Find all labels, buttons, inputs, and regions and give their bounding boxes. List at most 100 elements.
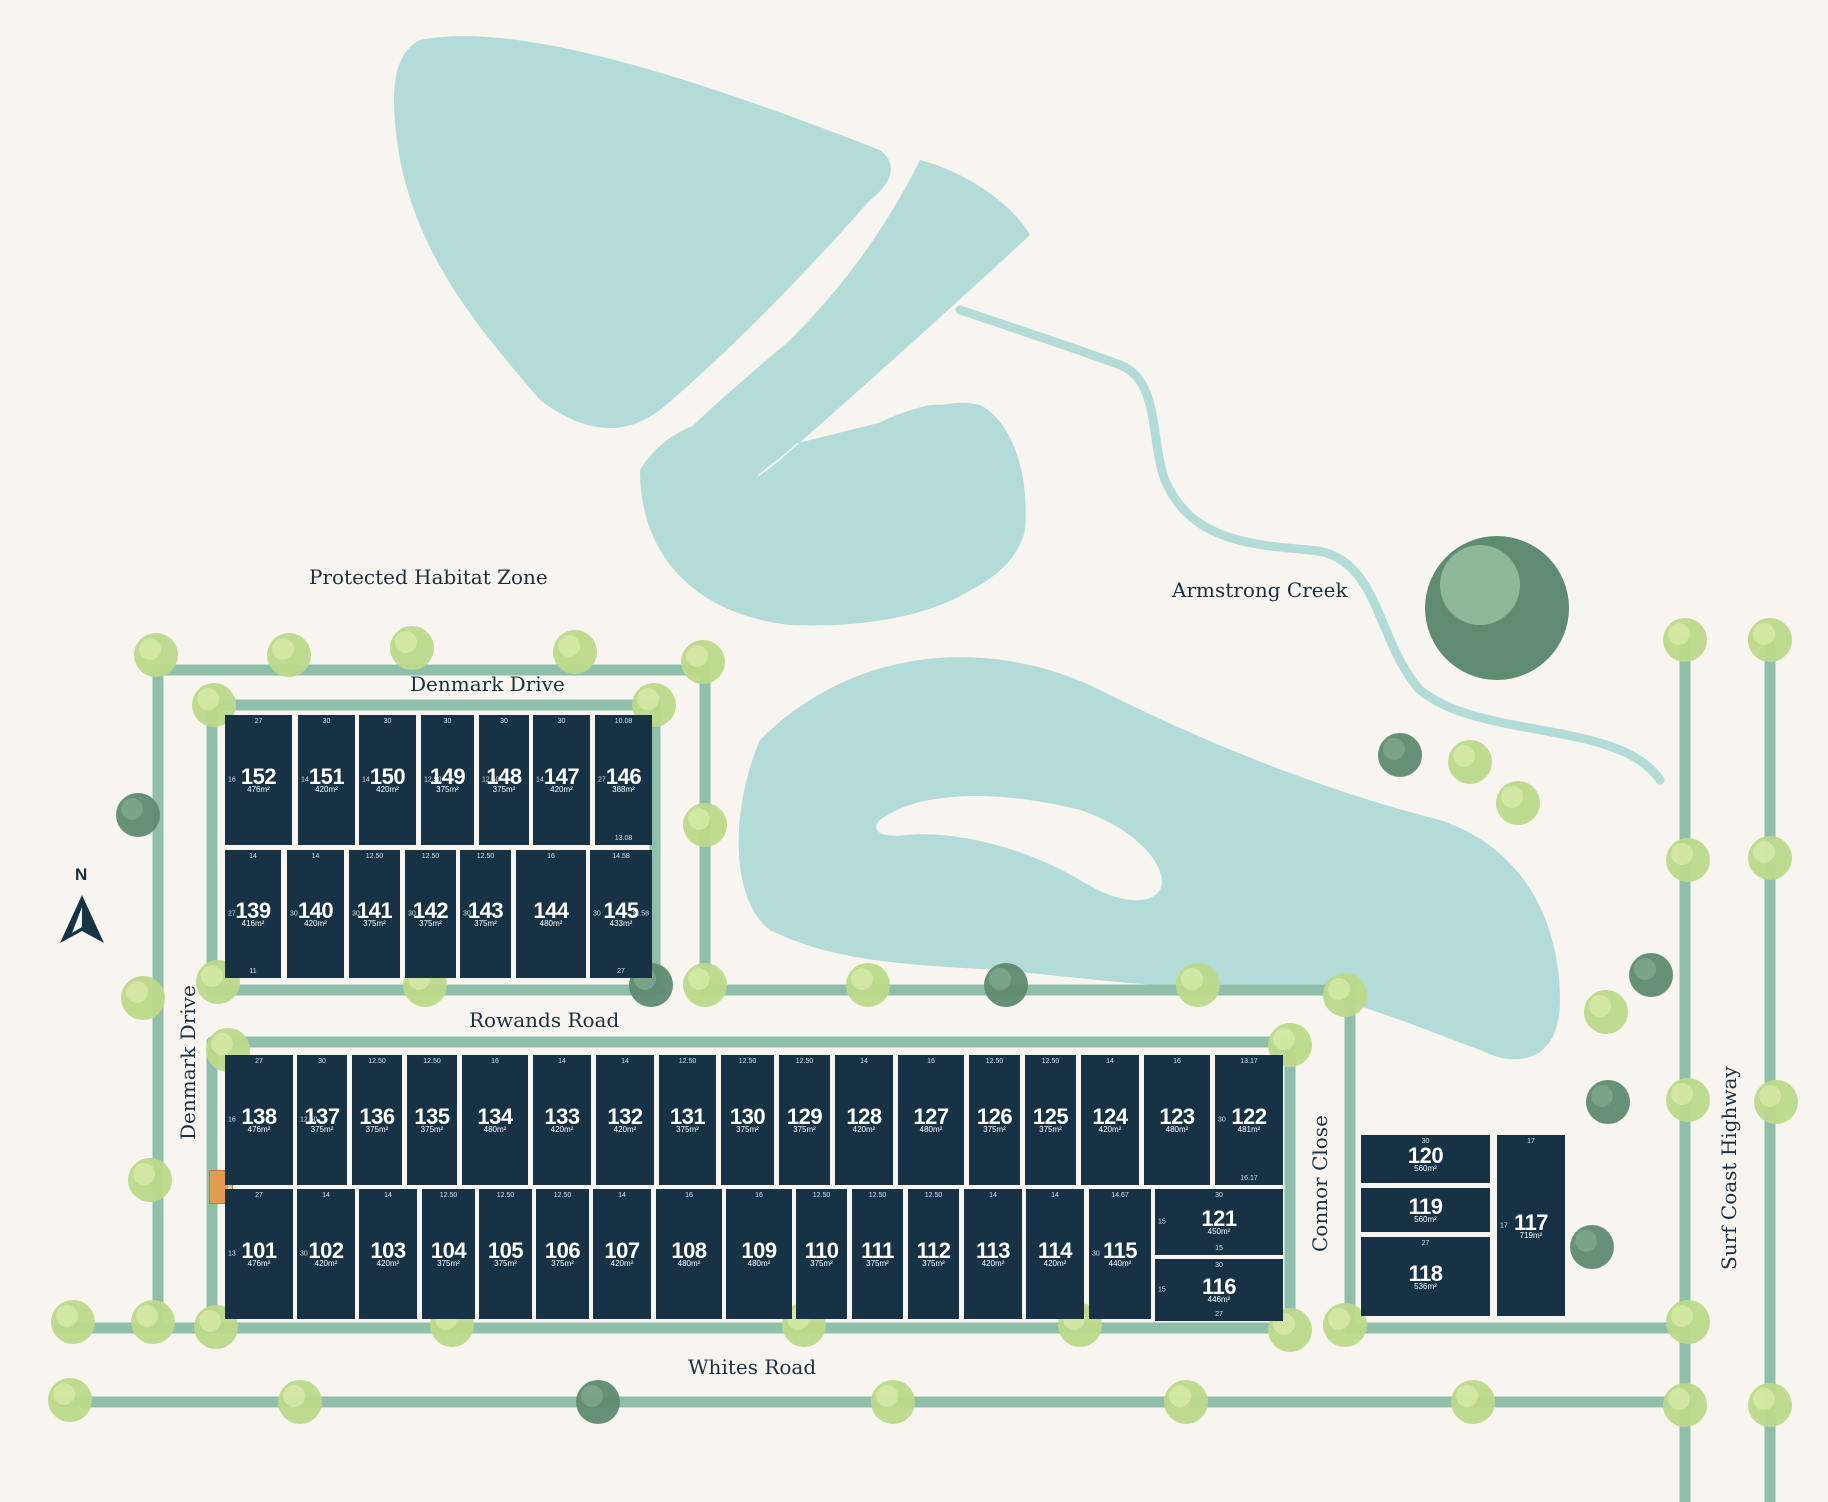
surf-coast-highway-label: Surf Coast Highway: [1717, 1066, 1741, 1270]
lot-area: 375m²: [551, 1258, 574, 1268]
lot-dimension: 12.50: [812, 1192, 831, 1199]
denmark-drive-side-label: Denmark Drive: [176, 985, 200, 1140]
armstrong-creek-label: Armstrong Creek: [1172, 578, 1348, 602]
lot-number: 120: [1407, 1142, 1444, 1168]
tree-icon: [683, 803, 727, 847]
lot-dimension: 12.50: [985, 1058, 1004, 1065]
lot-area: 375m²: [437, 1258, 460, 1268]
lot-number: 105: [487, 1237, 524, 1263]
lot-number: 136: [359, 1103, 395, 1129]
lot-dimension: 14.58: [612, 853, 630, 860]
lot-area: 480m²: [539, 918, 563, 928]
whites-road-label: Whites Road: [688, 1355, 817, 1379]
lot-number: 144: [533, 897, 569, 923]
lot-area: 420m²: [376, 1258, 400, 1268]
lot-dimension: 12.50: [482, 776, 500, 784]
lot-dimension: 14: [1106, 1058, 1114, 1065]
lot-number: 104: [430, 1237, 467, 1263]
wetland-middle: [640, 404, 1022, 626]
tree-icon: [553, 630, 597, 674]
tree-icon: [390, 626, 434, 670]
lot-dimension: 27: [228, 910, 236, 918]
lot-dimension: 14: [362, 776, 370, 784]
lot-dimension: 14: [1051, 1192, 1059, 1199]
rowands-road-label: Rowands Road: [469, 1008, 620, 1032]
lot-dimension: 16: [1173, 1058, 1181, 1065]
lot-area: 719m²: [1519, 1230, 1543, 1240]
lot-dimension: 14: [384, 1192, 392, 1199]
lot-number: 114: [1038, 1237, 1073, 1263]
lot-dimension: 15: [1158, 1218, 1166, 1226]
lot-area: 416m²: [241, 918, 265, 928]
lot-number: 131: [669, 1103, 706, 1129]
lot-number: 109: [741, 1237, 777, 1263]
lot-number: 143: [467, 897, 504, 923]
tree-icon: [267, 633, 311, 677]
lot-dimension: 13.08: [614, 835, 633, 842]
lot-dimension: 11: [249, 968, 257, 975]
tree-icon: [681, 640, 725, 684]
lot-dimension: 12.50: [421, 853, 440, 860]
lot-area: 420m²: [981, 1258, 1005, 1268]
armstrong-creek-stream: [955, 305, 1665, 785]
lot-area: 375m²: [363, 918, 386, 928]
tree-icon: [1666, 1300, 1710, 1344]
lot-dimension: 30: [290, 910, 298, 918]
lot-number: 141: [356, 897, 393, 923]
lot-number: 128: [846, 1103, 882, 1129]
